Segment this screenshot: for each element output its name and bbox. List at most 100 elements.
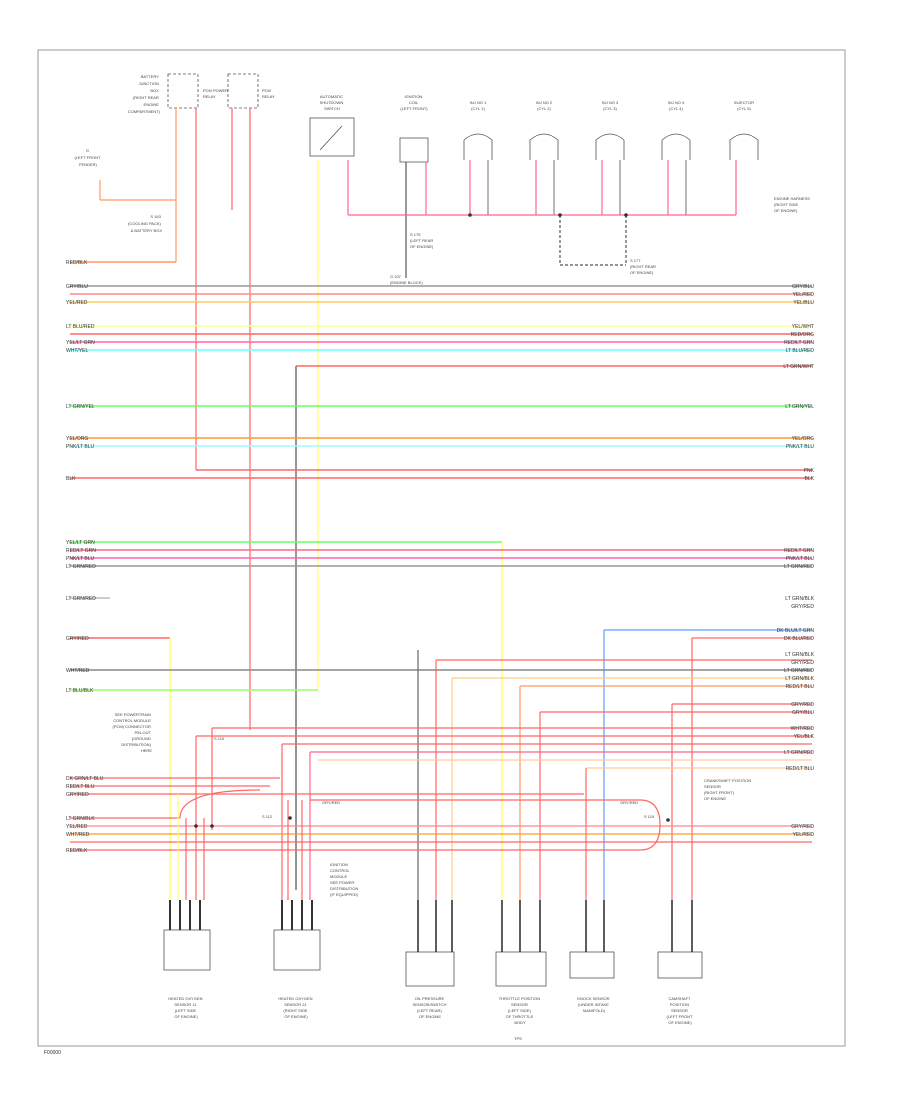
svg-text:YEL/LT GRN: YEL/LT GRN (66, 340, 95, 346)
svg-text:WHT/RED: WHT/RED (791, 726, 815, 732)
svg-text:DK BLU/RED: DK BLU/RED (784, 636, 814, 642)
oil-pressure-sensor: OIL PRESSURE SENSOR/SWITCH (LEFT REAR) O… (405, 900, 455, 1019)
splice-dots (194, 213, 670, 828)
svg-text:YEL/RED: YEL/RED (66, 824, 88, 830)
ignition-module-note: IGNITION CONTROL MODULE SEE POWER DISTRI… (330, 862, 359, 897)
svg-text:LT GRN/RED: LT GRN/RED (66, 596, 96, 602)
svg-text:YEL/RED: YEL/RED (793, 292, 815, 298)
right-feed-wires (195, 629, 812, 900)
svg-text:GRY/RED: GRY/RED (791, 660, 814, 666)
svg-text:INJ NO 2(CYL 2): INJ NO 2(CYL 2) (536, 100, 553, 111)
ground-mid-label: G 107 (ENGINE BLOCK) (390, 274, 423, 285)
svg-text:PNK/LT BLU: PNK/LT BLU (786, 556, 815, 562)
svg-text:GRY/BLU: GRY/BLU (792, 710, 814, 716)
svg-text:CAMSHAFT POSITION: CAMSHAFT POSITION SENSOR (LEFT FRONT OF … (667, 996, 694, 1025)
svg-text:DK GRN/LT BLU: DK GRN/LT BLU (66, 776, 104, 782)
svg-text:YEL/RED: YEL/RED (66, 300, 88, 306)
horizontal-bus-wires (70, 261, 812, 900)
injector-3: INJ NO 3(CYL 3) (595, 100, 625, 160)
svg-text:PCM POWER: PCM POWER (203, 88, 228, 93)
svg-text:PNK/LT BLU: PNK/LT BLU (66, 444, 95, 450)
svg-text:RED/LT GRN: RED/LT GRN (66, 548, 96, 554)
svg-text:PNK/LT BLU: PNK/LT BLU (66, 556, 95, 562)
svg-text:LT GRN/YEL: LT GRN/YEL (785, 404, 814, 410)
camshaft-position-sensor: CAMSHAFT POSITION SENSOR (LEFT FRONT OF … (657, 900, 703, 1025)
svg-text:LT GRN/BLK: LT GRN/BLK (785, 596, 814, 602)
svg-text:YEL/RED: YEL/RED (793, 832, 815, 838)
splice-code-2: S 112 (262, 814, 273, 819)
svg-text:GRY/RED: GRY/RED (791, 604, 814, 610)
crankshaft-note: CRANKSHAFT POSITION SENSOR (RIGHT FRONT)… (704, 778, 752, 801)
lower-loop-wires (70, 777, 812, 900)
diagram-border (37, 49, 846, 1047)
svg-text:LT BLU/RED: LT BLU/RED (786, 348, 815, 354)
splice-left-label: S 163 (COOLING PACK) & BATTERY BOX (128, 214, 162, 233)
svg-text:PNK/LT BLU: PNK/LT BLU (786, 444, 815, 450)
knock-sensor: KNOCK SENSOR (UNDER INTAKE MANIFOLD) (569, 900, 615, 1013)
svg-text:BLK: BLK (66, 476, 76, 482)
svg-text:LT BLU/RED: LT BLU/RED (66, 324, 95, 330)
svg-text:RED/LT BLU: RED/LT BLU (786, 766, 815, 772)
svg-text:INJ NO 3(CYL 3): INJ NO 3(CYL 3) (602, 100, 619, 111)
svg-text:HEATED OXYGEN SENSOR 21: HEATED OXYGEN SENSOR 21 (RIGHT SIDE OF E… (278, 996, 313, 1019)
svg-text:YEL/ORG: YEL/ORG (66, 436, 88, 442)
svg-text:RED/LT GRN: RED/LT GRN (784, 548, 814, 554)
svg-text:LT GRN/YEL: LT GRN/YEL (66, 404, 95, 410)
svg-text:RED/LT BLU: RED/LT BLU (786, 684, 815, 690)
svg-text:INJECTOR(CYL 5): INJECTOR(CYL 5) (734, 100, 754, 111)
svg-text:RED/BLK: RED/BLK (66, 260, 88, 266)
ignition-coil: IGNITION COIL (LEFT FRONT) (399, 94, 429, 163)
mid-wire-label: GRY/RED (322, 800, 340, 805)
svg-text:HEATED OXYGEN SENSOR 11: HEATED OXYGEN SENSOR 11 (LEFT SIDE OF EN… (168, 996, 203, 1019)
svg-text:YEL/BLU: YEL/BLU (793, 300, 814, 306)
svg-text:RELAY: RELAY (203, 94, 216, 99)
engine-harness-note: ENGINE HARNESS (RIGHT SIDE OF ENGINE) (774, 196, 811, 213)
svg-text:KNOCK SENSOR (UNDER INTA: KNOCK SENSOR (UNDER INTAKE MANIFOLD) (577, 996, 610, 1013)
svg-text:LT GRN/BLK: LT GRN/BLK (785, 652, 814, 658)
left-wire-codes: RED/BLK GRY/BLU YEL/RED LT BLU/RED YEL/L… (66, 260, 104, 854)
svg-text:LT GRN/WHT: LT GRN/WHT (783, 364, 814, 370)
svg-text:WHT/RED: WHT/RED (66, 668, 90, 674)
splice-code-3: S 115 (644, 814, 655, 819)
svg-text:LT GRN/RED: LT GRN/RED (66, 564, 96, 570)
svg-text:YEL/LT GRN: YEL/LT GRN (66, 540, 95, 546)
sensor-note: SEE POWERTRAIN CONTROL MODULE (PCM) CONN… (113, 712, 153, 753)
pcm-power-relay-box: PCM POWER RELAY PCM RELAY (167, 73, 275, 109)
svg-text:YEL/ORG: YEL/ORG (792, 436, 814, 442)
top-vertical-wires (99, 108, 737, 730)
svg-text:AUTOMATIC SHUTDOWN: AUTOMATIC SHUTDOWN SWITCH (320, 94, 345, 111)
svg-text:YEL/WHT: YEL/WHT (792, 324, 814, 330)
svg-text:DK BLU/LT GRN: DK BLU/LT GRN (777, 628, 815, 634)
splice-right-label: S 177 (RIGHT REAR OF ENGINE) (630, 258, 657, 275)
svg-text:PNK: PNK (804, 468, 815, 474)
svg-text:RELAY: RELAY (262, 94, 275, 99)
svg-text:RED/LT GRN: RED/LT GRN (784, 340, 814, 346)
svg-text:LT GRN/BLK: LT GRN/BLK (66, 816, 95, 822)
svg-text:TPS: TPS (514, 1036, 522, 1041)
svg-text:IGNITION COIL (LEF: IGNITION COIL (LEFT FRONT) (400, 94, 428, 111)
injector-5: INJECTOR(CYL 5) (729, 100, 759, 160)
svg-text:RED/LT BLU: RED/LT BLU (66, 784, 95, 790)
svg-text:GRY/RED: GRY/RED (791, 824, 814, 830)
svg-text:LT BLU/BLK: LT BLU/BLK (66, 688, 94, 694)
injector-2: INJ NO 2(CYL 2) (529, 100, 559, 160)
svg-text:WHT/RED: WHT/RED (66, 832, 90, 838)
svg-text:RED/BLK: RED/BLK (66, 848, 88, 854)
svg-text:INJ NO 4(CYL 4): INJ NO 4(CYL 4) (668, 100, 685, 111)
splice-code-1: S 110 (214, 736, 225, 741)
svg-text:GRY/BLU: GRY/BLU (792, 284, 814, 290)
battery-junction-label: BATTERY JUNCTION BOX (RIGHT REAR ENGINE … (128, 74, 161, 114)
svg-text:PCM: PCM (262, 88, 271, 93)
svg-text:GRY/BLU: GRY/BLU (66, 284, 88, 290)
svg-text:LT GRN/RED: LT GRN/RED (784, 750, 814, 756)
svg-text:GRY/RED: GRY/RED (66, 636, 89, 642)
svg-text:BLK: BLK (805, 476, 815, 482)
ground-label: G (LEFT FRONT FENDER) (75, 148, 102, 167)
hego-11-sensor: HEATED OXYGEN SENSOR 11 (LEFT SIDE OF EN… (163, 900, 211, 1019)
svg-text:WHT/YEL: WHT/YEL (66, 348, 88, 354)
svg-text:GRY/RED: GRY/RED (66, 792, 89, 798)
svg-text:THROTTLE POSITION SENSOR: THROTTLE POSITION SENSOR (LEFT SIDE) OF … (499, 996, 541, 1025)
svg-text:YEL/BLK: YEL/BLK (794, 734, 815, 740)
injector-1: INJ NO 1(CYL 1) (463, 100, 493, 160)
